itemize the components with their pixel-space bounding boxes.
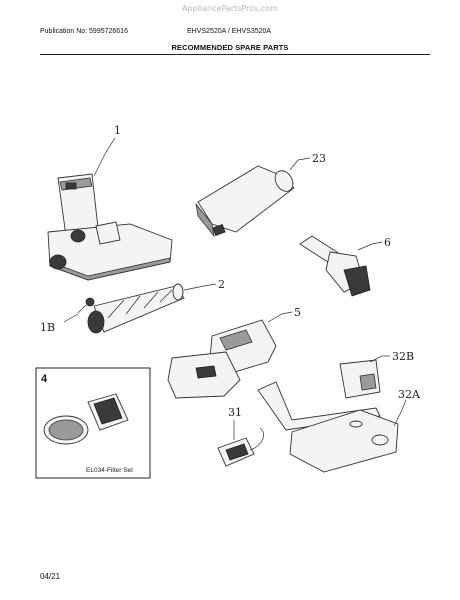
callout-1b: 1B [40,321,55,334]
callout-32b: 32B [392,350,414,363]
footer-date: 04/21 [40,572,61,581]
callout-6: 6 [384,236,391,249]
callout-23: 23 [312,152,326,165]
part-1b-screw[interactable] [77,297,95,314]
filter-kit-label: EL034-Filter Set [86,467,133,474]
part-23-battery[interactable] [195,165,296,238]
part-2-brushroll[interactable] [87,283,185,334]
publication-number: Publication No: 5995726616 [40,28,128,35]
part-5-handheld-nozzle[interactable] [167,319,277,399]
part-31-charger[interactable] [217,427,264,467]
filter-kit-box[interactable]: 4 EL034-Filter Set [35,367,151,479]
part-6-dusting-brush[interactable] [299,235,371,297]
callout-2: 2 [218,278,225,291]
page-title: RECOMMENDED SPARE PARTS [171,43,289,52]
callout-5: 5 [294,306,301,319]
callout-1: 1 [114,124,121,137]
part-32a-wall-plate[interactable] [289,409,399,473]
header-rule [40,54,430,55]
filter-kit-number: 4 [41,373,48,385]
watermark: AppliancePartsPros.com [182,4,278,13]
callout-32a: 32A [398,388,421,401]
model-numbers: EHVS2520A / EHVS3520A [187,28,272,35]
part-1-floor-nozzle[interactable] [47,173,173,281]
callout-31: 31 [228,406,242,419]
